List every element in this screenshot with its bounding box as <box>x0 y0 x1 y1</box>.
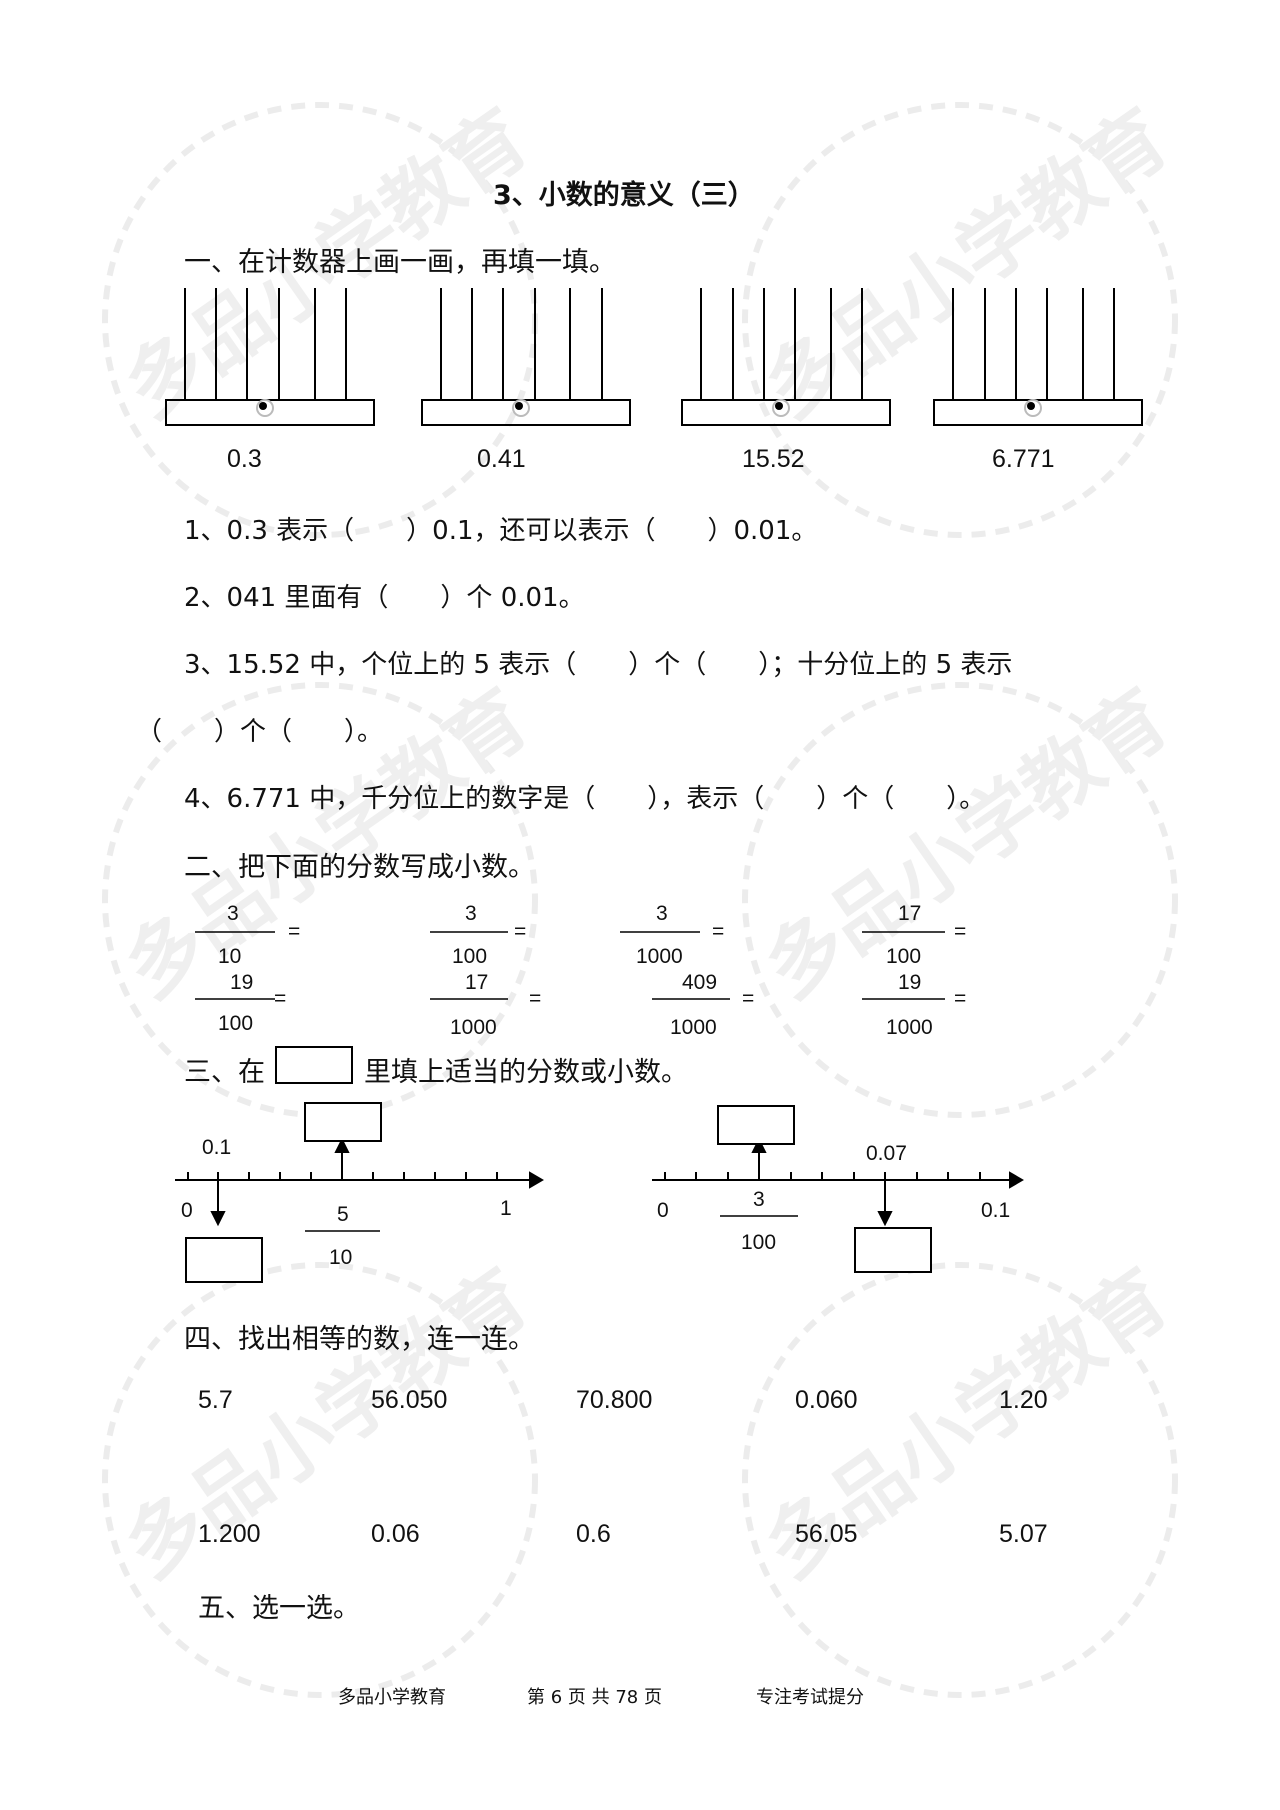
question-1: 1、0.3 表示（ ）0.1，还可以表示（ ）0.01。 <box>184 516 818 546</box>
fraction-denominator: 100 <box>452 945 488 968</box>
fraction-denominator: 10 <box>329 1246 353 1269</box>
fraction-bars <box>195 931 945 1000</box>
watermark-circle <box>102 1262 538 1698</box>
equals-sign: = <box>954 987 967 1010</box>
fraction-denominator: 10 <box>218 945 242 968</box>
footer-brand: 多品小学教育 <box>338 1687 446 1708</box>
abacus-label: 6.771 <box>992 445 1055 473</box>
answer-box[interactable] <box>185 1237 263 1283</box>
section-5-heading: 五、选一选。 <box>198 1593 360 1624</box>
number-line-2 <box>652 1137 1024 1227</box>
match-number-bottom[interactable]: 0.06 <box>371 1520 420 1548</box>
number-line-mark-label: 0.1 <box>202 1136 232 1159</box>
equals-sign: = <box>514 920 527 943</box>
fraction-denominator: 100 <box>218 1012 254 1035</box>
fraction-numerator: 17 <box>465 971 489 994</box>
match-number-top[interactable]: 56.050 <box>371 1386 448 1414</box>
match-number-top[interactable]: 70.800 <box>576 1386 653 1414</box>
match-number-bottom[interactable]: 56.05 <box>795 1520 858 1548</box>
fraction-denominator: 1000 <box>886 1016 933 1039</box>
section-4-heading: 四、找出相等的数，连一连。 <box>184 1324 535 1355</box>
fraction-numerator: 409 <box>682 971 718 994</box>
fraction-denominator: 1000 <box>450 1016 497 1039</box>
match-number-top[interactable]: 0.060 <box>795 1386 858 1414</box>
watermark-circle <box>742 682 1178 1118</box>
question-2: 2、041 里面有（ ）个 0.01。 <box>184 583 585 613</box>
equals-sign: = <box>529 987 542 1010</box>
abacus-15-52[interactable] <box>681 288 891 426</box>
question-3-continued: （ ）个（ ）。 <box>136 717 384 747</box>
abacus-label: 0.3 <box>227 445 262 473</box>
number-line-end-label: 1 <box>500 1197 512 1220</box>
abacus-label: 15.52 <box>742 445 805 473</box>
abacus-0-41[interactable] <box>421 288 631 426</box>
fraction-numerator: 5 <box>337 1203 349 1226</box>
abacus-label: 0.41 <box>477 445 526 473</box>
fraction-numerator: 19 <box>898 971 922 994</box>
equals-sign: = <box>742 987 755 1010</box>
fraction-numerator: 17 <box>898 902 922 925</box>
match-number-bottom[interactable]: 5.07 <box>999 1520 1048 1548</box>
equals-sign: = <box>288 920 301 943</box>
fraction-denominator: 100 <box>741 1231 777 1254</box>
match-number-bottom[interactable]: 0.6 <box>576 1520 611 1548</box>
number-line-mark-label: 0.07 <box>866 1142 907 1165</box>
section-1-heading: 一、在计数器上画一画，再填一填。 <box>184 247 616 278</box>
match-number-top[interactable]: 5.7 <box>198 1386 233 1414</box>
page-title: 3、小数的意义（三） <box>493 180 755 211</box>
section-3-heading-start: 三、在 <box>184 1057 265 1088</box>
watermark-circle <box>742 1262 1178 1698</box>
number-line-1 <box>175 1137 544 1227</box>
abacus-0-3[interactable] <box>165 288 375 426</box>
number-line-end-label: 0.1 <box>981 1199 1011 1222</box>
section-3-heading-end: 里填上适当的分数或小数。 <box>364 1057 688 1088</box>
match-number-top[interactable]: 1.20 <box>999 1386 1048 1414</box>
equals-sign: = <box>712 920 725 943</box>
number-line-start-label: 0 <box>181 1199 193 1222</box>
fraction-denominator: 100 <box>886 945 922 968</box>
fraction-denominator: 1000 <box>670 1016 717 1039</box>
fraction-numerator: 3 <box>656 902 668 925</box>
fraction-numerator: 3 <box>753 1188 765 1211</box>
footer-page-number: 第 6 页 共 78 页 <box>527 1687 662 1708</box>
answer-box[interactable] <box>854 1227 932 1273</box>
question-3: 3、15.52 中，个位上的 5 表示（ ）个（ ）；十分位上的 5 表示 <box>184 650 1013 680</box>
equals-sign: = <box>954 920 967 943</box>
answer-box[interactable] <box>304 1102 382 1142</box>
fraction-denominator: 1000 <box>636 945 683 968</box>
fraction-numerator: 19 <box>230 971 254 994</box>
abacus-6-771[interactable] <box>933 288 1143 426</box>
answer-box[interactable] <box>717 1105 795 1145</box>
number-line-start-label: 0 <box>657 1199 669 1222</box>
section-2-heading: 二、把下面的分数写成小数。 <box>184 852 535 883</box>
heading-answer-box <box>275 1046 353 1084</box>
footer-slogan: 专注考试提分 <box>756 1687 864 1708</box>
fraction-numerator: 3 <box>227 902 239 925</box>
question-4: 4、6.771 中，千分位上的数字是（ ），表示（ ）个（ ）。 <box>184 784 986 814</box>
watermark-circle <box>742 102 1178 538</box>
fraction-numerator: 3 <box>465 902 477 925</box>
equals-sign: = <box>274 987 287 1010</box>
match-number-bottom[interactable]: 1.200 <box>198 1520 261 1548</box>
